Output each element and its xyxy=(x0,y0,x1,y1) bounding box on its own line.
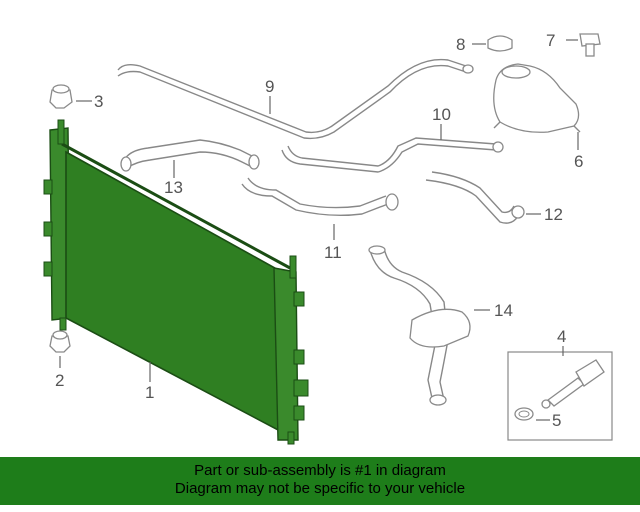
hose-part-11[interactable] xyxy=(241,177,399,217)
o-ring-part-5[interactable] xyxy=(514,407,534,421)
callout-13: 13 xyxy=(164,178,183,197)
overflow-hose-part-9[interactable] xyxy=(117,58,474,140)
callout-1: 1 xyxy=(145,383,154,402)
banner-line-2: Diagram may not be specific to your vehi… xyxy=(174,480,466,497)
callout-5: 5 xyxy=(552,411,561,430)
radiator-part-1[interactable] xyxy=(43,119,309,445)
callout-6: 6 xyxy=(574,152,583,171)
hose-part-14[interactable] xyxy=(368,245,471,406)
callout-4: 4 xyxy=(557,327,566,346)
callout-numbers: 1 2 3 4 5 6 7 8 9 10 11 12 13 14 xyxy=(55,31,583,430)
hose-part-12[interactable] xyxy=(425,171,525,224)
bolt-part-7[interactable] xyxy=(579,33,601,57)
callout-12: 12 xyxy=(544,205,563,224)
callout-3: 3 xyxy=(94,92,103,111)
callout-14: 14 xyxy=(494,301,513,320)
lead-lines xyxy=(59,39,579,421)
disclaimer-banner: Part or sub-assembly is #1 in diagram Di… xyxy=(0,457,640,505)
banner-line-1: Part or sub-assembly is #1 in diagram xyxy=(194,462,446,479)
hose-part-13[interactable] xyxy=(120,139,260,172)
callout-9: 9 xyxy=(265,77,274,96)
hose-part-10[interactable] xyxy=(281,137,504,173)
callout-10: 10 xyxy=(432,105,451,124)
sensor-box-part-4[interactable] xyxy=(507,351,613,441)
callout-2: 2 xyxy=(55,371,64,390)
insulator-part-3[interactable] xyxy=(49,84,73,109)
reservoir-part-6[interactable] xyxy=(493,63,581,133)
parts-diagram: 1 2 3 4 5 6 7 8 9 10 11 12 13 14 xyxy=(43,31,613,445)
callout-11: 11 xyxy=(324,243,342,262)
callout-8: 8 xyxy=(456,35,465,54)
cap-part-8[interactable] xyxy=(487,35,513,52)
insulator-part-2[interactable] xyxy=(49,330,71,353)
callout-7: 7 xyxy=(546,31,555,50)
